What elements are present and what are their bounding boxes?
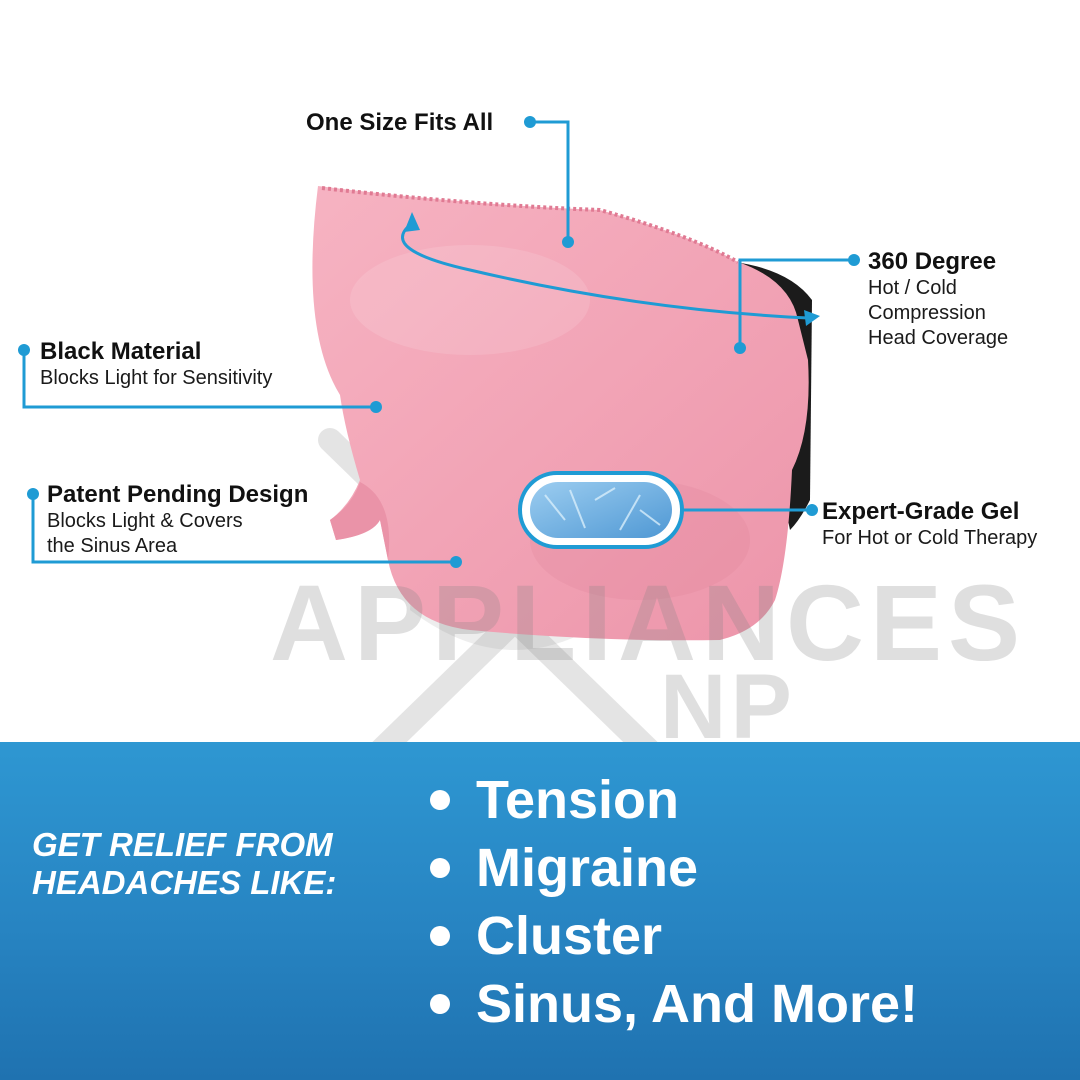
callout-line: Blocks Light for Sensitivity xyxy=(40,367,273,389)
callout-title: One Size Fits All xyxy=(306,109,494,136)
callout-line: Blocks Light & Covers xyxy=(47,510,243,532)
gel-pack xyxy=(530,482,672,538)
callout-360-degree: 360 Degree Hot / Cold Compression Head C… xyxy=(868,248,1008,351)
list-item-label: Sinus, And More! xyxy=(476,974,918,1034)
relief-line: HEADACHES LIKE: xyxy=(32,864,337,901)
callout-black-material: Black Material Blocks Light for Sensitiv… xyxy=(40,338,272,391)
callout-line: Hot / Cold xyxy=(868,277,957,299)
callout-line: Compression xyxy=(868,302,986,324)
leader-lines xyxy=(22,120,854,564)
nose-flap xyxy=(330,482,390,560)
leader-dots xyxy=(18,116,860,568)
callout-title: Expert-Grade Gel xyxy=(822,498,1020,525)
list-item: Sinus, And More! xyxy=(430,970,918,1038)
relief-banner xyxy=(0,742,1080,1080)
list-item-label: Migraine xyxy=(476,838,699,898)
callout-one-size: One Size Fits All xyxy=(306,109,493,137)
callout-patent-pending: Patent Pending Design Blocks Light & Cov… xyxy=(47,481,308,559)
relief-line: GET RELIEF FROM xyxy=(32,826,333,863)
list-item-label: Cluster xyxy=(476,906,663,966)
callout-line: Head Coverage xyxy=(868,327,1009,349)
callout-line: For Hot or Cold Therapy xyxy=(822,527,1038,549)
bullet-icon xyxy=(430,926,450,946)
stitched-edge xyxy=(321,186,739,264)
bullet-icon xyxy=(430,790,450,810)
bullet-icon xyxy=(430,994,450,1014)
callout-title: 360 Degree xyxy=(868,248,997,275)
list-item: Cluster xyxy=(430,902,918,970)
callout-title: Black Material xyxy=(40,338,202,365)
callout-title: Patent Pending Design xyxy=(47,481,309,508)
headache-list: Tension Migraine Cluster Sinus, And More… xyxy=(430,766,918,1038)
rotation-arrow xyxy=(401,223,809,320)
watermark-text: APPLIANCES xyxy=(270,562,1027,683)
relief-heading: GET RELIEF FROM HEADACHES LIKE: xyxy=(32,826,336,902)
callout-line: the Sinus Area xyxy=(47,535,178,557)
list-item: Migraine xyxy=(430,834,918,902)
head-wrap-body xyxy=(312,186,809,641)
bullet-icon xyxy=(430,858,450,878)
callout-expert-gel: Expert-Grade Gel For Hot or Cold Therapy xyxy=(822,498,1037,551)
list-item: Tension xyxy=(430,766,918,834)
watermark-text-2: NP xyxy=(660,656,796,758)
list-item-label: Tension xyxy=(476,770,680,830)
